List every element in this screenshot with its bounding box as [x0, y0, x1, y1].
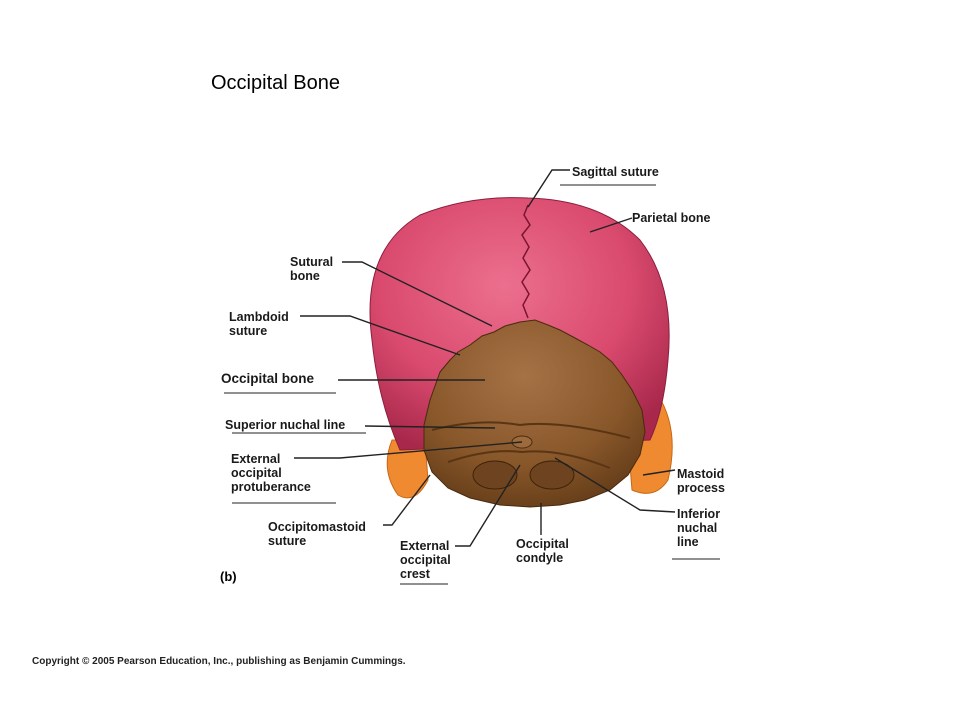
label-superior-nuchal-line: Superior nuchal line [225, 418, 346, 432]
leader-protuberance [294, 441, 523, 459]
label-occipitomastoid-suture: Occipitomastoid suture [268, 520, 366, 548]
label-mastoid-line2: process [677, 481, 725, 495]
label-lambdoid-line1: Lambdoid [229, 310, 289, 324]
label-occipital-bone: Occipital bone [221, 371, 315, 386]
leader-inferior-nuchal [554, 457, 676, 513]
condyle-left [472, 460, 518, 490]
label-sutural-bone: Sutural bone [290, 255, 333, 283]
label-crest-line2: occipital [400, 553, 451, 567]
leader-sagittal [527, 169, 570, 208]
superior-nuchal-ridge [431, 421, 631, 439]
label-lambdoid-line2: suture [229, 324, 268, 338]
label-inferior-nuchal-line: Inferior nuchal line [677, 507, 720, 549]
label-sutural-bone-line1: Sutural [290, 255, 334, 269]
leader-crest [455, 464, 521, 547]
label-protuberance-line2: occipital [231, 466, 282, 480]
label-protuberance-line1: External [231, 452, 281, 466]
label-external-occipital-protuberance: External occipital protuberance [231, 452, 311, 494]
label-sutural-bone-line2: bone [290, 269, 320, 283]
leader-sutural [342, 261, 493, 327]
leader-parietal [589, 217, 633, 233]
label-condyle-line1: Occipital [516, 537, 569, 551]
leader-occipitomastoid [383, 474, 431, 526]
label-lambdoid-suture: Lambdoid suture [229, 310, 289, 338]
label-crest-line3: crest [400, 567, 430, 581]
sagittal-suture-line [521, 204, 531, 319]
mastoid-process-left [386, 439, 429, 499]
label-occipital-condyle: Occipital condyle [516, 537, 569, 565]
copyright-notice: Copyright © 2005 Pearson Education, Inc.… [32, 656, 406, 667]
mastoid-process-right [627, 394, 673, 494]
label-occipitomastoid-line2: suture [268, 534, 307, 548]
label-occipitomastoid-line1: Occipitomastoid [268, 520, 366, 534]
leader-mastoid [642, 469, 676, 476]
label-mastoid-process: Mastoid process [677, 467, 725, 495]
leader-superior-nuchal [364, 425, 496, 429]
inferior-nuchal-ridge [447, 450, 611, 469]
label-crest-line1: External [400, 539, 450, 553]
label-mastoid-line1: Mastoid [677, 467, 725, 481]
leader-lambdoid [300, 315, 461, 356]
label-protuberance-line3: protuberance [231, 480, 311, 494]
panel-label: (b) [220, 569, 237, 584]
label-sagittal-suture: Sagittal suture [572, 165, 659, 179]
label-condyle-line2: condyle [516, 551, 564, 565]
label-inferior-line3: line [677, 535, 699, 549]
label-external-occipital-crest: External occipital crest [400, 539, 451, 581]
slide-title: Occipital Bone [211, 72, 340, 94]
label-inferior-line2: nuchal [677, 521, 718, 535]
label-inferior-line1: Inferior [677, 507, 721, 521]
condyle-right [529, 460, 575, 490]
label-parietal-bone: Parietal bone [632, 211, 711, 225]
